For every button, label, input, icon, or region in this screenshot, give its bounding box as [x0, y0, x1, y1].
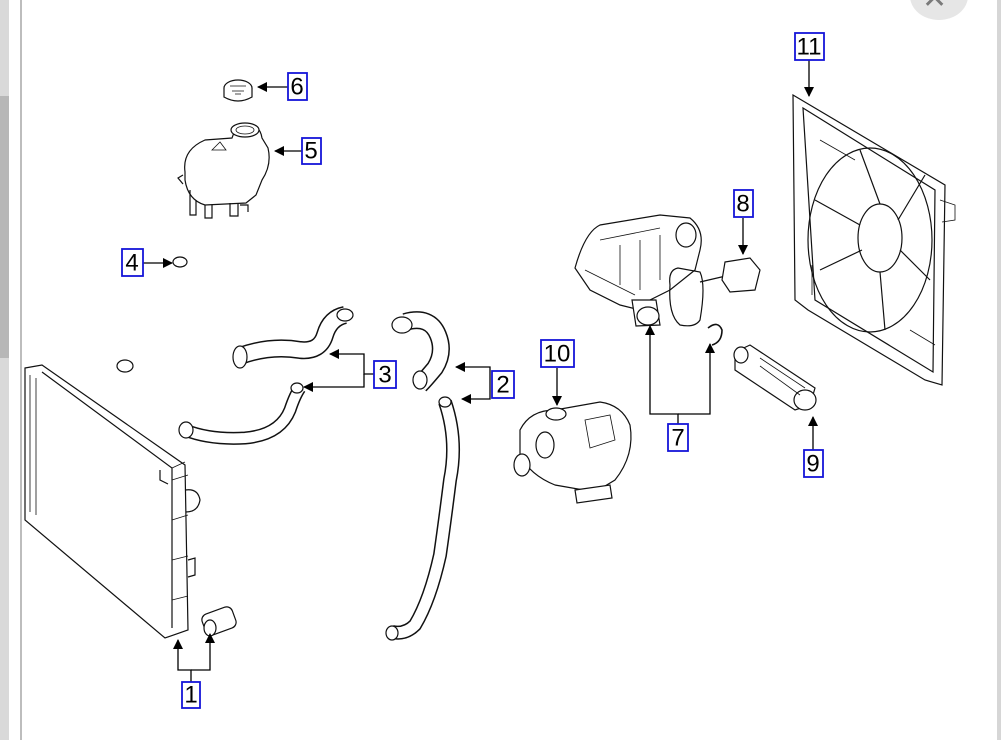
- callout-10-label: 10: [544, 341, 571, 368]
- callout-6[interactable]: 6: [287, 72, 308, 101]
- part-6-cap-drawing: [223, 79, 253, 102]
- callout-2[interactable]: 2: [491, 370, 515, 399]
- callout-3[interactable]: 3: [373, 360, 397, 389]
- close-button[interactable]: [910, 0, 968, 20]
- part-1-radiator-drawing: [24, 364, 237, 639]
- callout-7[interactable]: 7: [667, 423, 689, 452]
- callout-3-label: 3: [378, 362, 391, 389]
- part-3-hoses-drawing: [178, 306, 354, 445]
- callout-9[interactable]: 9: [803, 449, 824, 478]
- callout-1-label: 1: [184, 682, 197, 709]
- right-frame-border: [997, 0, 1001, 740]
- close-icon[interactable]: ✕: [922, 0, 947, 14]
- part-5-expansion-tank-drawing: [177, 122, 270, 219]
- callout-9-label: 9: [806, 451, 819, 478]
- callout-8[interactable]: 8: [733, 189, 754, 218]
- part-4-hose-drawing: [116, 254, 208, 373]
- callout-11-label: 11: [797, 34, 822, 61]
- left-panel-gutter: [0, 0, 9, 740]
- part-11-fan-shroud-drawing: [792, 93, 956, 386]
- callout-2-label: 2: [496, 372, 509, 399]
- callout-11[interactable]: 11: [794, 32, 825, 61]
- leader-lines: [143, 60, 818, 682]
- callout-6-label: 6: [290, 74, 303, 101]
- part-2-hoses-drawing: [385, 311, 460, 641]
- callout-7-label: 7: [671, 425, 684, 452]
- callout-4[interactable]: 4: [121, 248, 144, 277]
- left-scrollbar-thumb[interactable]: [0, 96, 9, 358]
- callout-8-label: 8: [736, 191, 749, 218]
- left-frame-border: [20, 0, 22, 740]
- part-10-water-pump-drawing: [513, 401, 632, 504]
- callout-10[interactable]: 10: [540, 339, 575, 368]
- callout-4-label: 4: [125, 250, 138, 277]
- part-9-pipe-drawing: [733, 344, 817, 411]
- part-7-thermostat-housing-drawing: [574, 214, 761, 346]
- callout-5[interactable]: 5: [301, 137, 322, 165]
- callout-5-label: 5: [304, 138, 317, 165]
- callout-1[interactable]: 1: [181, 681, 201, 709]
